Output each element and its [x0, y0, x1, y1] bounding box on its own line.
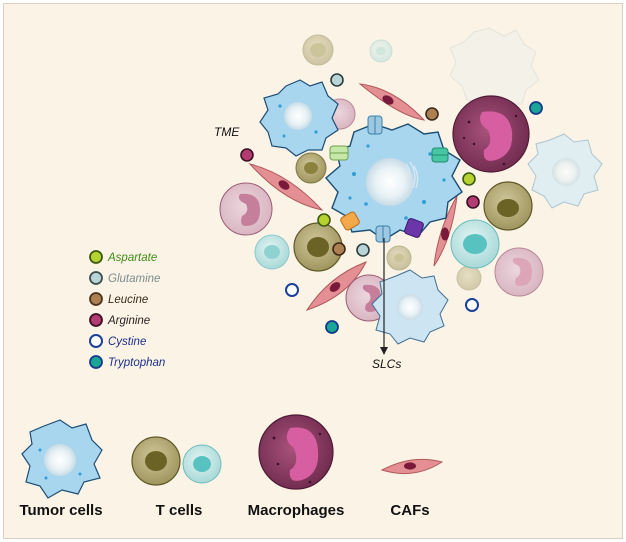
- tme-diagram: TME SLCs AspartateGlutamineLeucineArgini…: [19, 27, 603, 519]
- legend-dot-arginine: [89, 313, 103, 327]
- t-cell: [456, 265, 482, 291]
- legend-label-arginine: Arginine: [107, 315, 150, 327]
- transporter-orange: [340, 211, 360, 231]
- caf-cell: [433, 195, 458, 267]
- t-cell: [293, 222, 343, 272]
- transporter-blue-top: [367, 115, 383, 135]
- slc-arrow: [380, 238, 388, 355]
- cell-type-label-tumor: Tumor cells: [19, 502, 102, 519]
- caf-cell: [248, 163, 324, 211]
- tumor-cell-faded: [527, 133, 603, 209]
- legend-label-leucine: Leucine: [108, 294, 148, 306]
- slcs-label: SLCs: [372, 357, 401, 371]
- macrophage-pale: [494, 247, 544, 297]
- legend-dot-glutamine: [89, 271, 103, 285]
- macrophage-pale: [219, 182, 273, 236]
- legend-dot-tryptophan: [89, 355, 103, 369]
- tumor-cell: [371, 269, 449, 345]
- caf-icon: [380, 458, 444, 475]
- legend-label-glutamine: Glutamine: [108, 273, 160, 285]
- faded-t-cell: [302, 34, 334, 66]
- transporter-blue-bottom: [375, 225, 391, 243]
- cell-type-label-cafs: CAFs: [390, 502, 429, 519]
- t-cell: [295, 152, 327, 184]
- macrophage-icon: [258, 414, 334, 490]
- legend-dot-cystine: [89, 334, 103, 348]
- transporter-green: [329, 145, 349, 161]
- cell-type-label-t-cells: T cells: [156, 502, 203, 519]
- transporter-teal: [431, 147, 449, 163]
- amino-acid-dots: [240, 73, 543, 334]
- teal-t-cell: [450, 219, 500, 269]
- teal-t-cell: [254, 234, 290, 270]
- macrophage: [452, 95, 530, 173]
- faded-teal-t-cell: [369, 39, 393, 63]
- caf-cell: [358, 83, 426, 121]
- legend-dot-leucine: [89, 292, 103, 306]
- cell-type-legend: Tumor cells T cells Macrophages CAFs: [19, 414, 444, 519]
- caf-cell: [305, 261, 368, 311]
- tumor-cell-icon: [21, 419, 103, 499]
- central-tumor-cell: [325, 115, 463, 243]
- legend-label-aspartate: Aspartate: [107, 252, 157, 264]
- tme-label: TME: [214, 125, 240, 139]
- transporter-purple: [404, 218, 424, 238]
- tumor-cell: [259, 79, 339, 157]
- amino-acid-legend: AspartateGlutamineLeucineArginineCystine…: [89, 250, 165, 369]
- t-cell-icon: [131, 436, 222, 486]
- t-cell: [386, 245, 412, 271]
- t-cell: [483, 181, 533, 231]
- cell-type-label-macrophages: Macrophages: [248, 502, 345, 519]
- legend-label-cystine: Cystine: [108, 336, 146, 348]
- legend-label-tryptophan: Tryptophan: [108, 357, 165, 369]
- legend-dot-aspartate: [89, 250, 103, 264]
